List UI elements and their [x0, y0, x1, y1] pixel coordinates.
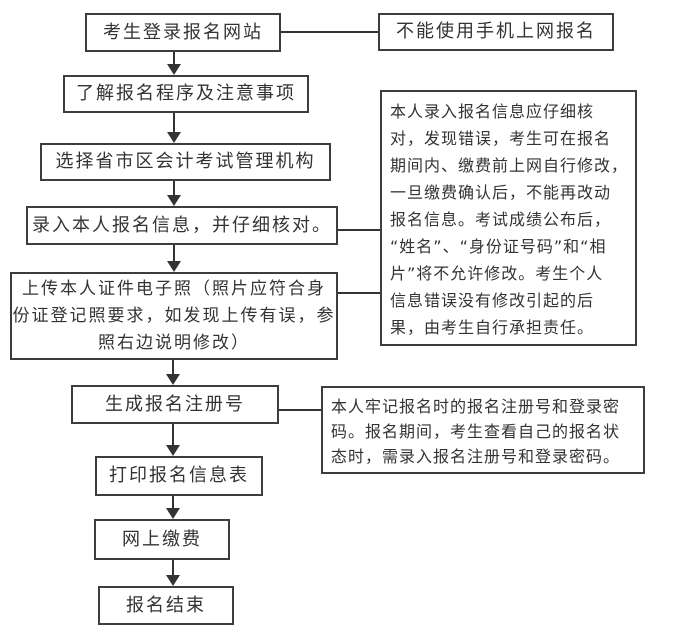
note-info-modify: 本人录入报名信息应仔细核 对，发现错误，考生可在报名 期间内、缴费前上网自行修改… [380, 90, 637, 346]
flow-step-enter-info: 录入本人报名信息，并仔细核对。 [26, 206, 338, 245]
note-line: 期间内、缴费前上网自行修改， [390, 156, 629, 175]
note-line: 片”将不允许修改。考生个人 [390, 264, 604, 283]
arrow-down-icon [167, 245, 181, 272]
flow-step-print-form: 打印报名信息表 [95, 456, 263, 496]
flow-step-upload-photo: 上传本人证件电子照（照片应符合身 份证登记照要求，如发现上传有误，参 照右边说明… [10, 272, 338, 360]
arrow-shaft [172, 360, 174, 376]
arrow-head [167, 132, 181, 143]
step-line: 份证登记照要求，如发现上传有误，参 [12, 305, 336, 326]
arrow-down-icon [166, 496, 180, 519]
note-line: 一旦缴费确认后，不能再改动 [390, 183, 612, 202]
arrow-shaft [173, 113, 175, 134]
note-line: 报名信息。考试成绩公布后， [390, 210, 612, 229]
flow-step-generate-number: 生成报名注册号 [71, 385, 279, 424]
note-line: 态时，需录入报名注册号和登录密码。 [331, 447, 621, 466]
arrow-head [166, 575, 180, 586]
arrow-down-icon [166, 360, 180, 385]
arrow-head [166, 508, 180, 519]
connector-enter-info-note [338, 229, 380, 231]
arrow-shaft [172, 424, 174, 447]
arrow-shaft [172, 560, 174, 577]
connector-login-no-mobile [281, 31, 378, 33]
flow-step-choose-agency: 选择省市区会计考试管理机构 [40, 143, 331, 181]
flow-step-finish: 报名结束 [98, 586, 234, 625]
arrow-head [167, 261, 181, 272]
flow-step-pay-online: 网上缴费 [94, 519, 230, 560]
note-line: 对，发现错误，考生可在报名 [390, 129, 612, 148]
note-line: 本人牢记报名时的报名注册号和登录密 [331, 397, 621, 416]
arrow-head [166, 445, 180, 456]
arrow-down-icon [167, 113, 181, 143]
flow-step-login: 考生登录报名网站 [85, 13, 281, 52]
step-line: 照右边说明修改） [98, 332, 250, 353]
flow-step-understand: 了解报名程序及注意事项 [63, 75, 309, 113]
arrow-head [166, 374, 180, 385]
note-no-mobile: 不能使用手机上网报名 [378, 13, 614, 51]
step-line: 上传本人证件电子照（照片应符合身 [22, 278, 326, 299]
arrow-head [167, 195, 181, 206]
connector-generate-number-note [279, 409, 321, 411]
note-remember-number: 本人牢记报名时的报名注册号和登录密 码。报名期间，考生查看自己的报名状 态时，需… [321, 386, 645, 474]
arrow-shaft [173, 181, 175, 197]
arrow-shaft [172, 496, 174, 510]
note-line: “姓名”、“身份证号码”和“相 [390, 237, 607, 256]
arrow-down-icon [167, 52, 181, 75]
note-line: 码。报名期间，考生查看自己的报名状 [331, 422, 621, 441]
arrow-shaft [173, 52, 175, 66]
arrow-down-icon [166, 424, 180, 456]
arrow-head [167, 64, 181, 75]
arrow-down-icon [167, 181, 181, 206]
note-line: 果，由考生自行承担责任。 [390, 318, 595, 337]
note-line: 本人录入报名信息应仔细核 [390, 102, 595, 121]
connector-upload-photo-note [338, 292, 380, 294]
arrow-down-icon [166, 560, 180, 586]
arrow-shaft [173, 245, 175, 263]
note-line: 信息错误没有修改引起的后 [390, 291, 595, 310]
